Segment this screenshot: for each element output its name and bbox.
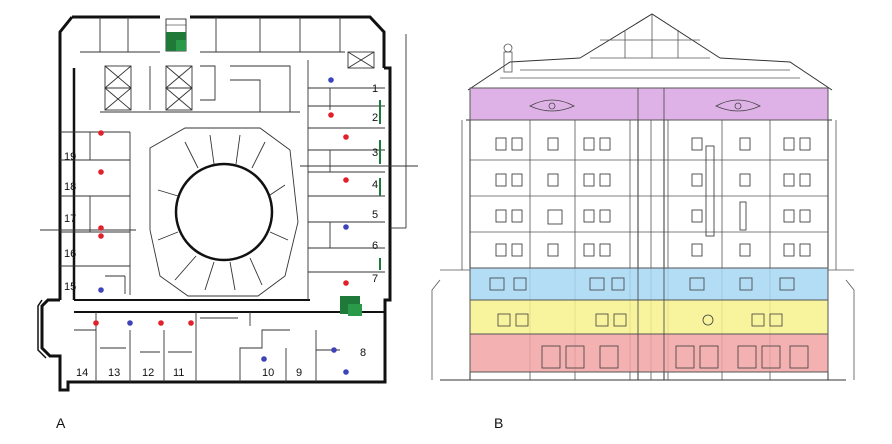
panel-a-label: A (56, 415, 66, 431)
red-marker (98, 233, 104, 239)
stairs-top (165, 18, 187, 52)
red-marker (328, 112, 334, 118)
floor-plan: 1 2 3 4 5 6 7 8 9 10 11 12 13 14 15 16 1… (37, 15, 418, 431)
red-marker (98, 225, 104, 231)
red-marker (93, 320, 99, 326)
room-label: 10 (262, 367, 274, 379)
band-upper-middle (469, 267, 829, 301)
band-lower-middle (469, 299, 829, 335)
blue-marker (331, 347, 337, 353)
room-label: 15 (64, 281, 76, 293)
stairs-bottom (340, 296, 362, 316)
room-label: 6 (372, 240, 378, 252)
room-label: 12 (142, 367, 154, 379)
room-label: 13 (108, 367, 120, 379)
room-label: 17 (64, 213, 76, 225)
blue-marker (98, 287, 104, 293)
blue-markers (98, 77, 349, 375)
red-marker (98, 169, 104, 175)
room-label: 1 (372, 83, 378, 95)
facade-elevation: B (431, 13, 855, 431)
red-marker (98, 130, 104, 136)
panel-b-label: B (494, 415, 503, 431)
room-label: 11 (173, 367, 184, 379)
red-marker (158, 320, 164, 326)
blue-marker (343, 224, 349, 230)
room-label: 14 (76, 367, 88, 379)
room-label: 4 (372, 179, 378, 191)
blue-marker (127, 320, 133, 326)
band-bottom (469, 333, 829, 373)
room-label: 9 (296, 367, 302, 379)
room-label: 16 (64, 248, 76, 260)
room-label: 3 (372, 147, 378, 159)
band-top (469, 87, 829, 121)
blue-marker (328, 77, 334, 83)
blue-marker (343, 369, 349, 375)
red-marker (343, 280, 349, 286)
left-rooms (40, 131, 418, 295)
room-label: 7 (372, 273, 378, 285)
red-marker (343, 177, 349, 183)
red-markers (93, 112, 349, 326)
room-label: 8 (360, 347, 366, 359)
red-marker (343, 134, 349, 140)
room-label: 19 (64, 151, 76, 163)
room-label: 18 (64, 181, 76, 193)
red-marker (188, 320, 194, 326)
room-label: 2 (372, 112, 378, 124)
blue-marker (261, 356, 267, 362)
room-label: 5 (372, 209, 378, 221)
right-rooms (307, 60, 385, 300)
